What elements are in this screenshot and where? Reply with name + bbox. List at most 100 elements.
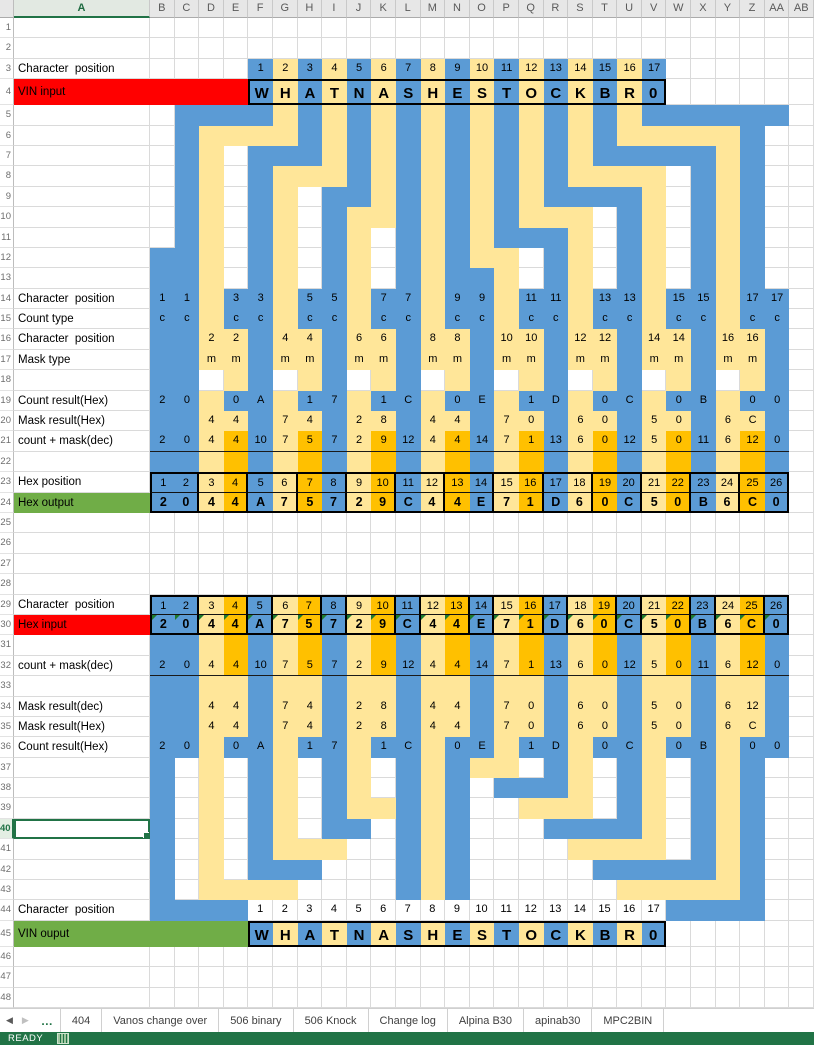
cell-Y48[interactable]	[715, 987, 741, 1008]
cell-Z16[interactable]: 16	[740, 329, 765, 350]
cell-X28[interactable]	[691, 574, 716, 595]
cell-K15[interactable]: c	[371, 309, 396, 330]
cell-N29[interactable]: 13	[445, 594, 470, 615]
cell-G25[interactable]	[272, 512, 298, 534]
cell-C22[interactable]	[174, 451, 200, 473]
cell-L21[interactable]: 12	[395, 431, 421, 452]
cell-B1[interactable]	[150, 18, 175, 39]
cell-AB15[interactable]	[789, 309, 814, 330]
cell-M1[interactable]	[420, 18, 446, 39]
cell-A24[interactable]: Hex output	[14, 492, 150, 513]
cell-G6[interactable]	[272, 125, 298, 146]
cell-D12[interactable]	[199, 247, 224, 269]
cell-AB16[interactable]	[789, 329, 814, 350]
cell-Y30[interactable]: 6	[715, 614, 741, 636]
cell-V19[interactable]	[641, 390, 667, 412]
cell-H28[interactable]	[297, 574, 323, 595]
cell-Y8[interactable]	[715, 166, 741, 187]
col-header-U[interactable]: U	[617, 0, 642, 18]
cell-Z34[interactable]: 12	[740, 696, 765, 717]
cell-A43[interactable]	[14, 880, 150, 901]
cell-I40[interactable]	[322, 818, 347, 840]
cell-R34[interactable]	[543, 696, 569, 717]
cell-I13[interactable]	[322, 268, 347, 289]
cell-S36[interactable]	[568, 737, 593, 758]
cell-V2[interactable]	[641, 38, 667, 59]
cell-N17[interactable]: m	[445, 349, 470, 371]
cell-A23[interactable]: Hex position	[14, 472, 150, 493]
cell-Q48[interactable]	[518, 987, 544, 1008]
cell-B43[interactable]	[150, 880, 175, 901]
cell-U40[interactable]	[617, 818, 642, 840]
cell-C7[interactable]	[174, 145, 200, 167]
cell-AB12[interactable]	[789, 247, 814, 269]
cell-J43[interactable]	[346, 880, 372, 901]
cell-J23[interactable]: 9	[346, 472, 372, 493]
cell-O13[interactable]	[469, 268, 495, 289]
cell-Z39[interactable]	[740, 798, 765, 819]
cell-D33[interactable]	[199, 676, 224, 697]
cell-H21[interactable]: 5	[297, 431, 323, 452]
cell-K32[interactable]: 9	[371, 655, 396, 677]
cell-S20[interactable]: 6	[568, 411, 593, 432]
cell-W17[interactable]: m	[666, 349, 692, 371]
col-header-P[interactable]: P	[494, 0, 519, 18]
cell-Z9[interactable]	[740, 186, 765, 208]
cell-M24[interactable]: 4	[420, 492, 446, 513]
cell-K41[interactable]	[371, 839, 396, 860]
cell-C44[interactable]	[174, 900, 200, 921]
cell-O12[interactable]	[469, 247, 495, 269]
cell-O22[interactable]	[469, 451, 495, 473]
cell-M27[interactable]	[420, 553, 446, 575]
cell-F40[interactable]	[248, 818, 273, 840]
sheet-tab-alpina-b30[interactable]: Alpina B30	[448, 1008, 525, 1033]
cell-Y20[interactable]: 6	[715, 411, 741, 432]
cell-G23[interactable]: 6	[272, 472, 298, 493]
cell-Z41[interactable]	[740, 839, 765, 860]
cell-W4[interactable]	[666, 79, 692, 106]
cell-G17[interactable]: m	[272, 349, 298, 371]
cell-F35[interactable]	[248, 716, 273, 738]
cell-K1[interactable]	[371, 18, 396, 39]
cell-K8[interactable]	[371, 166, 396, 187]
cell-M29[interactable]: 12	[420, 594, 446, 615]
cell-N45[interactable]: E	[445, 920, 470, 947]
cell-AA29[interactable]: 26	[764, 594, 790, 615]
cell-X12[interactable]	[691, 247, 716, 269]
cell-AB36[interactable]	[789, 737, 814, 758]
cell-C46[interactable]	[174, 946, 200, 968]
cell-U12[interactable]	[617, 247, 642, 269]
cell-L31[interactable]	[395, 635, 421, 656]
cell-T29[interactable]: 19	[592, 594, 618, 615]
cell-F13[interactable]	[248, 268, 273, 289]
cell-D43[interactable]	[199, 880, 224, 901]
cell-R37[interactable]	[543, 757, 569, 779]
cell-AA17[interactable]	[764, 349, 790, 371]
sheet-tab-change-log[interactable]: Change log	[369, 1008, 448, 1033]
cell-O15[interactable]: c	[469, 309, 495, 330]
cell-O43[interactable]	[469, 880, 495, 901]
cell-I48[interactable]	[322, 987, 347, 1008]
cell-J41[interactable]	[346, 839, 372, 860]
row-header-23[interactable]: 23	[0, 472, 14, 493]
cell-O3[interactable]: 10	[469, 58, 495, 80]
cell-A21[interactable]: count + mask(dec)	[14, 431, 150, 452]
cell-U44[interactable]: 16	[617, 900, 642, 921]
cell-U33[interactable]	[617, 676, 642, 697]
cell-P20[interactable]: 7	[494, 411, 519, 432]
cell-J47[interactable]	[346, 967, 372, 988]
cell-T20[interactable]: 0	[592, 411, 618, 432]
cell-AB25[interactable]	[789, 512, 814, 534]
cell-Y14[interactable]	[715, 288, 741, 310]
cell-Z14[interactable]: 17	[740, 288, 765, 310]
cell-M41[interactable]	[420, 839, 446, 860]
cell-X33[interactable]	[691, 676, 716, 697]
cell-O41[interactable]	[469, 839, 495, 860]
cell-G20[interactable]: 7	[272, 411, 298, 432]
cell-V41[interactable]	[641, 839, 667, 860]
cell-H3[interactable]: 3	[297, 58, 323, 80]
row-header-28[interactable]: 28	[0, 574, 14, 595]
cell-K42[interactable]	[371, 859, 396, 881]
cell-Q31[interactable]	[518, 635, 544, 656]
cell-R36[interactable]: D	[543, 737, 569, 758]
